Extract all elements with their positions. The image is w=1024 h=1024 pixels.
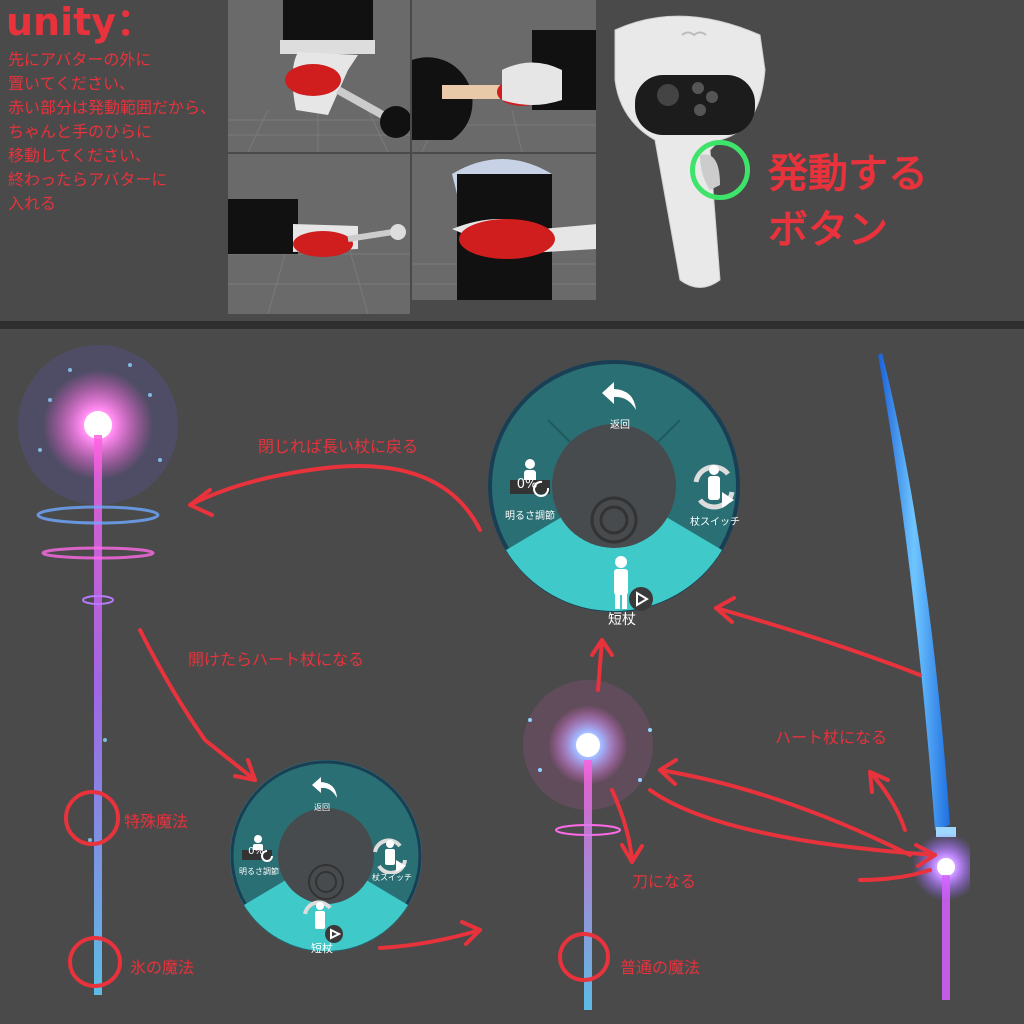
menu-large-short-label: 短杖 — [608, 612, 636, 628]
trigger-button-highlight[interactable] — [690, 140, 750, 200]
screenshot-hand-top-right — [412, 0, 596, 152]
menu-large-brightness-value: 0% — [516, 477, 538, 492]
brightness-icon[interactable] — [510, 458, 560, 506]
heart-staff-effect — [510, 680, 670, 1015]
menu-small-short-label: 短杖 — [311, 942, 333, 955]
menu-small-switch-label: 杖スイッチ — [372, 873, 412, 882]
unity-title: unity： — [6, 0, 155, 44]
long-staff-effect — [10, 340, 190, 1010]
label-become-heart: ハート杖になる — [775, 728, 888, 747]
menu-small-brightness-value: 0% — [248, 846, 264, 857]
section-divider — [0, 321, 1024, 329]
label-become-sword: 刀になる — [632, 872, 697, 891]
small-brightness-icon[interactable] — [242, 834, 278, 868]
vr-controller — [600, 0, 770, 300]
small-back-arrow-icon[interactable] — [310, 774, 340, 800]
menu-small-back-label: 返回 — [314, 803, 330, 812]
back-arrow-icon[interactable] — [600, 378, 640, 412]
screenshot-hand-bottom-left — [228, 154, 410, 314]
katana-effect — [860, 345, 980, 1010]
screenshot-avatar-hand — [412, 154, 596, 300]
label-close-return: 閉じれば長い杖に戻る — [258, 437, 419, 456]
trigger-button-label: 発動する ボタン — [768, 151, 928, 253]
small-staff-switch-icon[interactable] — [372, 838, 408, 875]
unity-instructions: 先にアバターの外に 置いてください、 赤い部分は発動範囲だから、 ちゃんと手のひ… — [8, 50, 217, 213]
screenshot-hand-top-left — [228, 0, 410, 152]
short-staff-icon[interactable] — [605, 555, 655, 611]
radial-menu-large[interactable] — [488, 360, 740, 612]
menu-small-brightness-label: 明るさ調節 — [239, 867, 279, 876]
menu-large-switch-label: 杖スイッチ — [690, 517, 740, 528]
menu-large-back-label: 返回 — [610, 420, 630, 431]
label-ice-magic: 氷の魔法 — [130, 958, 195, 977]
label-normal-magic: 普通の魔法 — [620, 958, 701, 977]
staff-switch-icon[interactable] — [692, 462, 736, 512]
small-short-staff-icon[interactable] — [302, 900, 346, 944]
menu-large-brightness-label: 明るさ調節 — [505, 511, 555, 522]
label-special-magic: 特殊魔法 — [124, 812, 189, 831]
label-open-heart: 開けたらハート杖になる — [188, 650, 365, 669]
